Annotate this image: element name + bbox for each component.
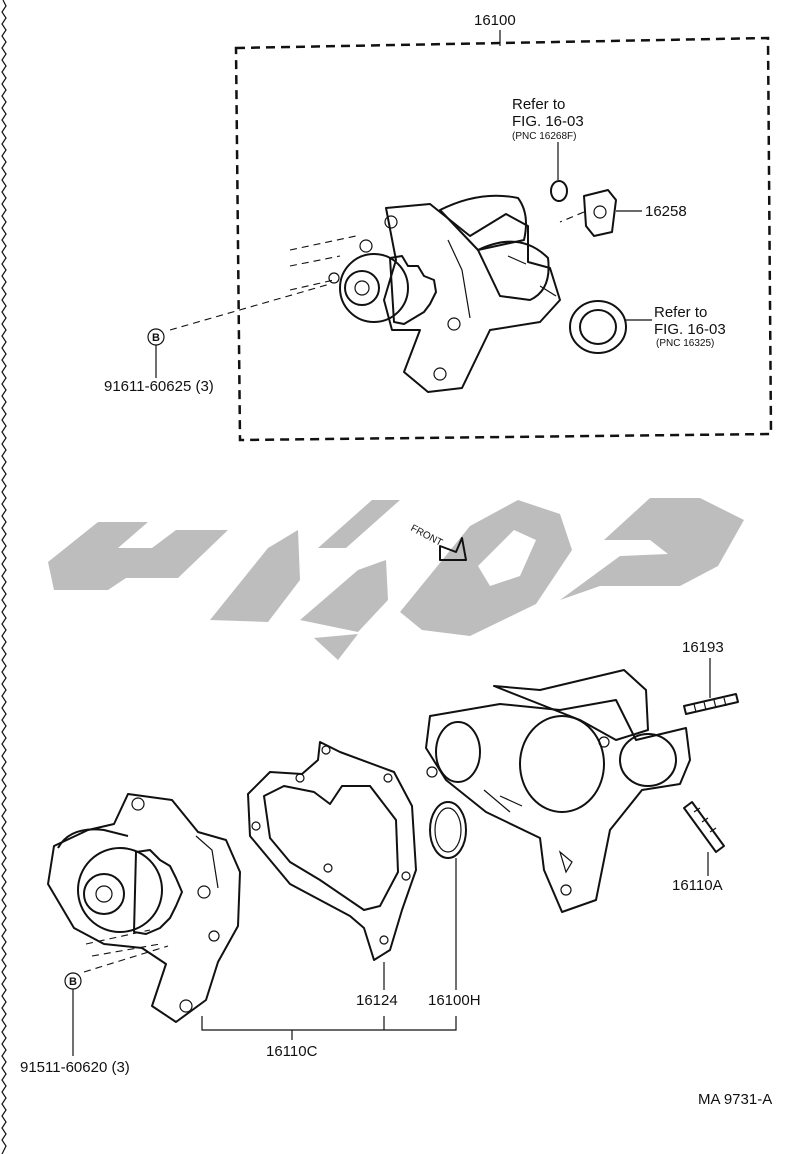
bolt-bottom-callout-letter: B (69, 976, 77, 988)
watermark-logo (48, 498, 744, 660)
refer2-pnc: (PNC 16325) (656, 338, 714, 349)
group-label: 16110C (266, 1043, 318, 1060)
refer2-line1: Refer to (654, 304, 707, 321)
front-indicator-label: FRONT (409, 523, 445, 549)
refer1-line2: FIG. 16-03 (512, 113, 584, 130)
bottom-bolt-dash-lines (83, 929, 169, 973)
front-arrow-icon (439, 537, 467, 561)
torn-page-edge (1, 0, 7, 1154)
water-pump (47, 793, 241, 1023)
stud-bottom-label: 16110A (672, 877, 723, 894)
top-bolt-dash-lines (169, 235, 357, 331)
small-oring (550, 180, 568, 202)
refer1-pnc: (PNC 16268F) (512, 131, 576, 142)
bolt-top-label: 91611-60625 (3) (104, 378, 214, 395)
stud-top (683, 693, 739, 715)
water-inlet-housing (425, 669, 691, 913)
assembly-frame (234, 36, 773, 442)
group-bracket (201, 1016, 457, 1040)
assembly-part-number: 16100 (474, 12, 516, 29)
water-pump-assembly (328, 194, 561, 393)
pump-gasket (247, 741, 417, 961)
gasket-large-label: 16124 (356, 992, 398, 1009)
small-gasket (583, 189, 617, 237)
oil-seal-outer (569, 300, 627, 354)
bolt-top-callout-letter: B (152, 332, 160, 344)
oil-seal-inner (579, 309, 617, 345)
refer1-line1: Refer to (512, 96, 565, 113)
bolt-bottom-label: 91511-60620 (3) (20, 1059, 130, 1076)
small-gasket-hole (593, 205, 607, 219)
gasket-top-label: 16258 (645, 203, 687, 220)
gasket-top-dash (559, 211, 585, 223)
figure-code: MA 9731-A (698, 1091, 772, 1108)
refer2-line2: FIG. 16-03 (654, 321, 726, 338)
stud-bottom (683, 801, 725, 853)
oring-label: 16100H (428, 992, 481, 1009)
housing-oring (429, 801, 467, 859)
stud-top-label: 16193 (682, 639, 724, 656)
